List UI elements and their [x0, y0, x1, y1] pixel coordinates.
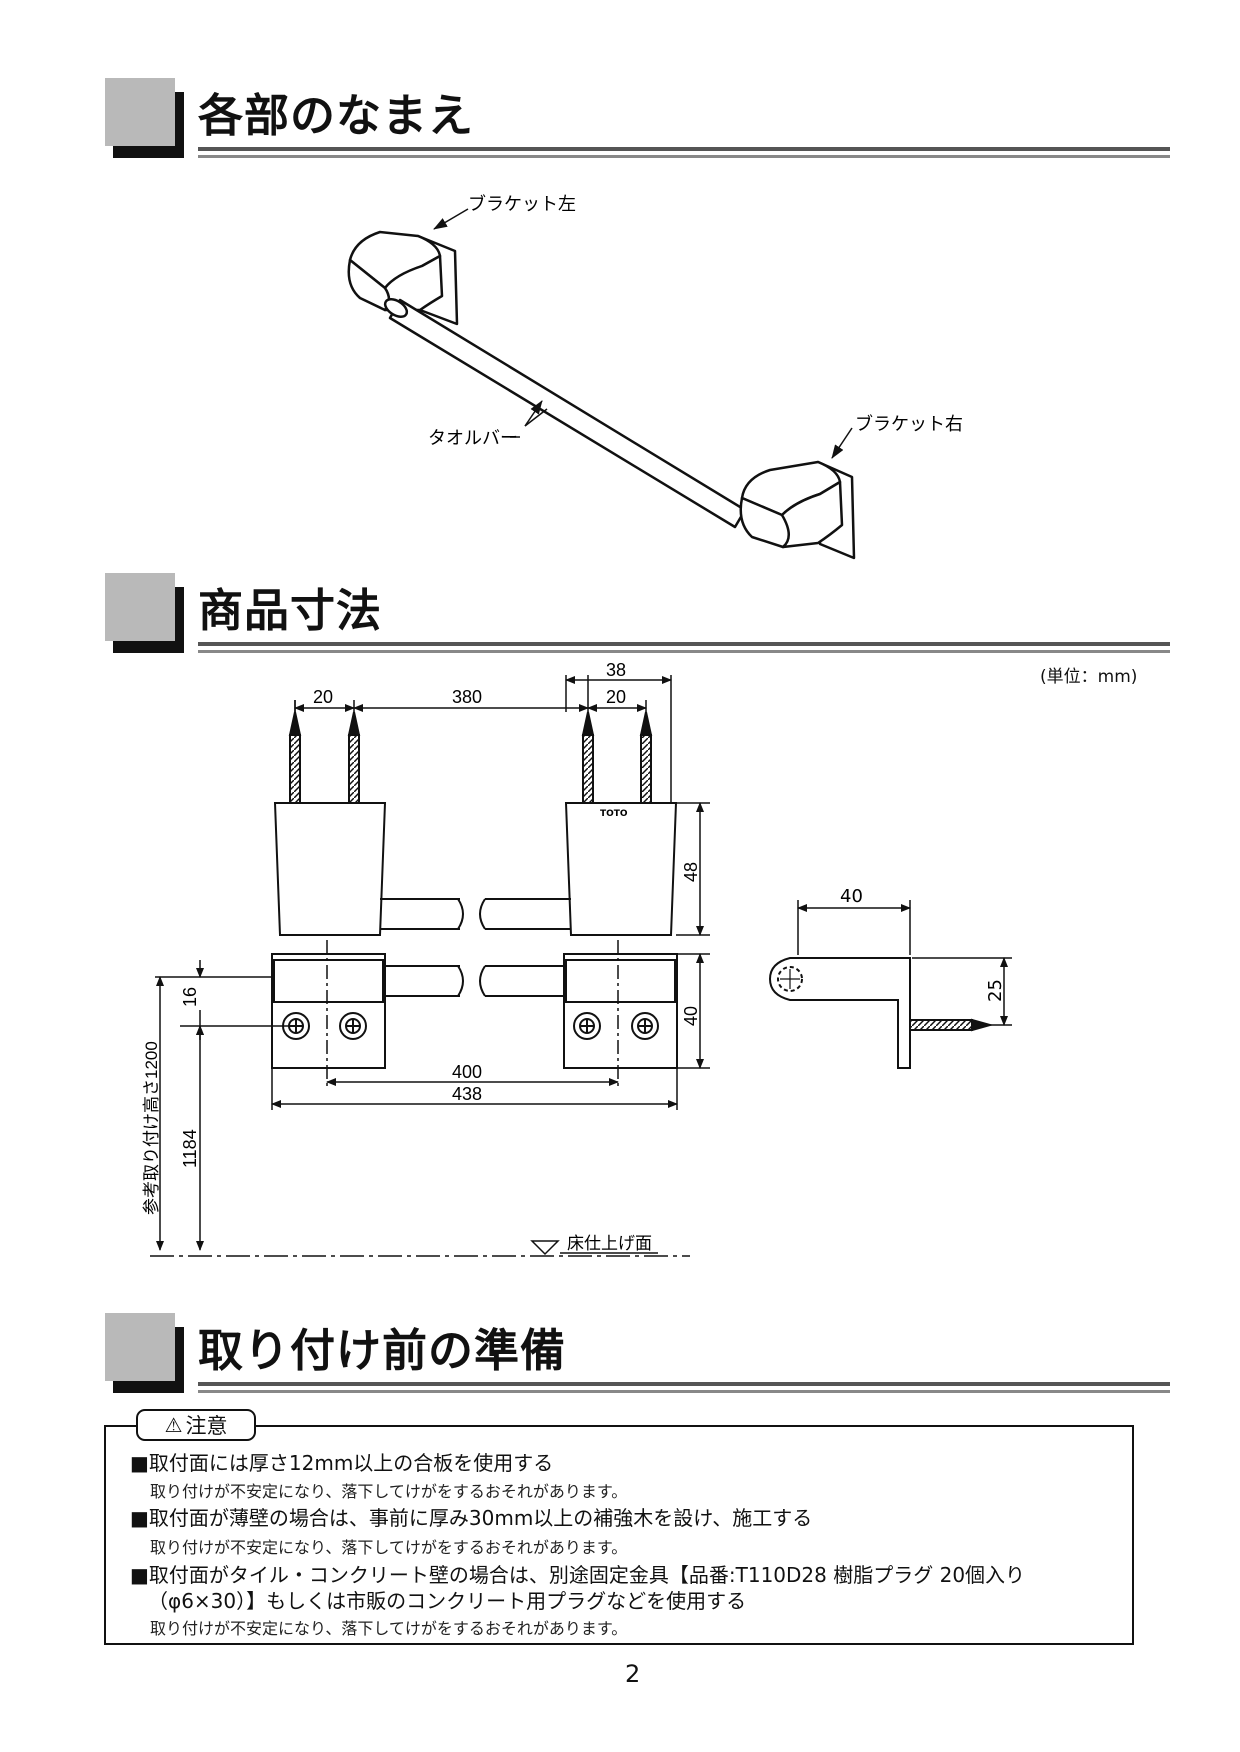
dim-400: 400	[452, 1062, 482, 1082]
dim-1184: 1184	[180, 1129, 200, 1168]
header-rule	[198, 147, 1170, 151]
caution-label: 注意	[185, 1414, 228, 1438]
section-title-names: 各部のなまえ	[198, 89, 475, 142]
header-square-bar	[175, 92, 184, 158]
header-square	[105, 1313, 175, 1381]
section-header-names: 各部のなまえ	[0, 78, 1240, 178]
label-bracket-right: ブラケット右	[855, 413, 963, 435]
dim-380: 380	[452, 687, 482, 707]
dim-16: 16	[180, 987, 200, 1007]
ref-height-label: 参考取り付け高さ1200	[142, 1041, 161, 1215]
caution-item-1: ■取付面には厚さ12mm以上の合板を使用する	[130, 1451, 554, 1475]
caution-item-2: ■取付面が薄壁の場合は、事前に厚み30mm以上の補強木を設け、施工する	[130, 1506, 813, 1530]
towel-bar-illustration	[347, 230, 856, 560]
page-number: 2	[625, 1660, 641, 1688]
header-rule	[198, 650, 1170, 653]
side-dim-25: 25	[985, 979, 1006, 1002]
dim-40: 40	[681, 1006, 701, 1026]
caution-item-2-note: 取り付けが不安定になり、落下してけがをするおそれがあります。	[150, 1538, 628, 1557]
header-rule	[198, 1382, 1170, 1386]
unit-label: (単位：mm)	[1040, 667, 1138, 687]
screw	[640, 734, 652, 804]
screw	[289, 734, 301, 804]
section-title-dimensions: 商品寸法	[198, 584, 383, 637]
caution-tab: ⚠ 注意	[136, 1409, 256, 1441]
dim-438: 438	[452, 1084, 482, 1104]
header-rule	[198, 155, 1170, 158]
section-title-preparation: 取り付け前の準備	[198, 1324, 567, 1377]
header-square-shadow	[113, 1381, 184, 1393]
caution-item-3-cont: （φ6×30）】もしくは市販のコンクリート用プラグなどを使用する	[148, 1589, 747, 1613]
bracket-top-left	[273, 802, 387, 936]
bracket-top-right	[564, 802, 678, 936]
header-square-shadow	[113, 146, 184, 158]
dim-20-left: 20	[313, 687, 333, 707]
screw-heads	[282, 1012, 659, 1040]
screw	[582, 734, 594, 804]
side-dimensions	[797, 900, 1012, 1026]
brand-mark: TOTO	[600, 809, 628, 819]
center-lines	[326, 940, 619, 1090]
floor-mark	[530, 1240, 560, 1256]
screw	[348, 734, 360, 804]
warning-icon: ⚠	[164, 1413, 183, 1437]
header-square-shadow	[113, 641, 184, 653]
caution-item-3: ■取付面がタイル・コンクリート壁の場合は、別途固定金具【品番:T110D28 樹…	[130, 1563, 1026, 1587]
header-square-bar	[175, 1327, 184, 1393]
label-bracket-left: ブラケット左	[468, 193, 576, 215]
section-header-preparation: 取り付け前の準備	[0, 1313, 1240, 1413]
header-square-bar	[175, 587, 184, 653]
header-rule	[198, 642, 1170, 646]
caution-item-3-note: 取り付けが不安定になり、落下してけがをするおそれがあります。	[150, 1619, 628, 1638]
section-header-dimensions: 商品寸法	[0, 573, 1240, 673]
dim-20-right: 20	[606, 687, 626, 707]
floor-label: 床仕上げ面	[567, 1234, 652, 1253]
technical-drawings: ブラケット左 ブラケット右 タオルバー	[142, 193, 1012, 1257]
label-towel-bar: タオルバー	[428, 428, 518, 449]
dimension-lines	[155, 675, 710, 1251]
caution-box	[104, 1425, 1134, 1645]
header-square	[105, 78, 175, 146]
part-leader-lines	[433, 208, 853, 459]
header-square	[105, 573, 175, 641]
side-view	[768, 957, 994, 1069]
side-dim-40: 40	[840, 886, 863, 907]
caution-item-1-note: 取り付けが不安定になり、落下してけがをするおそれがあります。	[150, 1482, 628, 1501]
dim-48: 48	[681, 862, 701, 882]
header-rule	[198, 1390, 1170, 1393]
dim-38: 38	[606, 660, 626, 680]
front-view	[271, 711, 678, 1069]
